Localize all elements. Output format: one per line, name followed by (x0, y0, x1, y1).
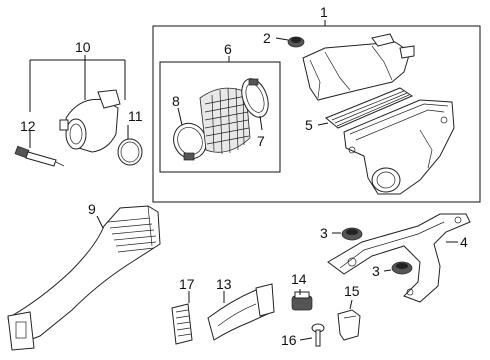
callout-1: 1 (320, 4, 328, 20)
part-3-grommet-upper (341, 227, 363, 241)
callout-14: 14 (291, 271, 307, 287)
callout-10: 10 (75, 39, 91, 55)
part-12-sensor (14, 145, 65, 167)
callout-7: 7 (257, 133, 265, 149)
callout-3-upper: 3 (320, 225, 328, 241)
callout-12: 12 (20, 118, 36, 134)
callout-5: 5 (305, 117, 313, 133)
part-10-mass-air-flow-sensor (59, 89, 121, 153)
callout-4: 4 (460, 234, 468, 250)
part-14-rubber-mount (291, 291, 313, 311)
callout-17: 17 (179, 276, 195, 292)
part-16-bolt (311, 323, 325, 347)
part-3-grommet-lower (391, 261, 413, 275)
part-17-grille (171, 303, 193, 345)
callout-8: 8 (172, 93, 180, 109)
part-4-bracket (327, 213, 471, 303)
air-cleaner-upper-cover (302, 33, 415, 101)
part-15-clip (337, 309, 361, 341)
callout-16: 16 (281, 332, 297, 348)
part-7-hose-clamp (241, 78, 269, 118)
part-2-grommet (287, 36, 305, 48)
air-cleaner-lower-housing (343, 99, 455, 195)
sub-assembly-6-box (159, 61, 281, 173)
assembly-1-box (152, 25, 481, 203)
callout-13: 13 (216, 276, 232, 292)
callout-2: 2 (263, 30, 271, 46)
callout-11: 11 (128, 108, 143, 124)
part-13-duct-piece (207, 283, 275, 341)
callout-9: 9 (88, 201, 96, 217)
callout-15: 15 (344, 283, 360, 299)
part-11-o-ring (117, 138, 143, 166)
callout-6: 6 (224, 41, 232, 57)
part-6-intake-bellows (199, 87, 251, 155)
part-5-air-filter (325, 87, 414, 129)
part-8-hose-clamp (173, 122, 207, 161)
callout-3-lower: 3 (372, 263, 380, 279)
part-9-intake-duct (7, 205, 161, 351)
